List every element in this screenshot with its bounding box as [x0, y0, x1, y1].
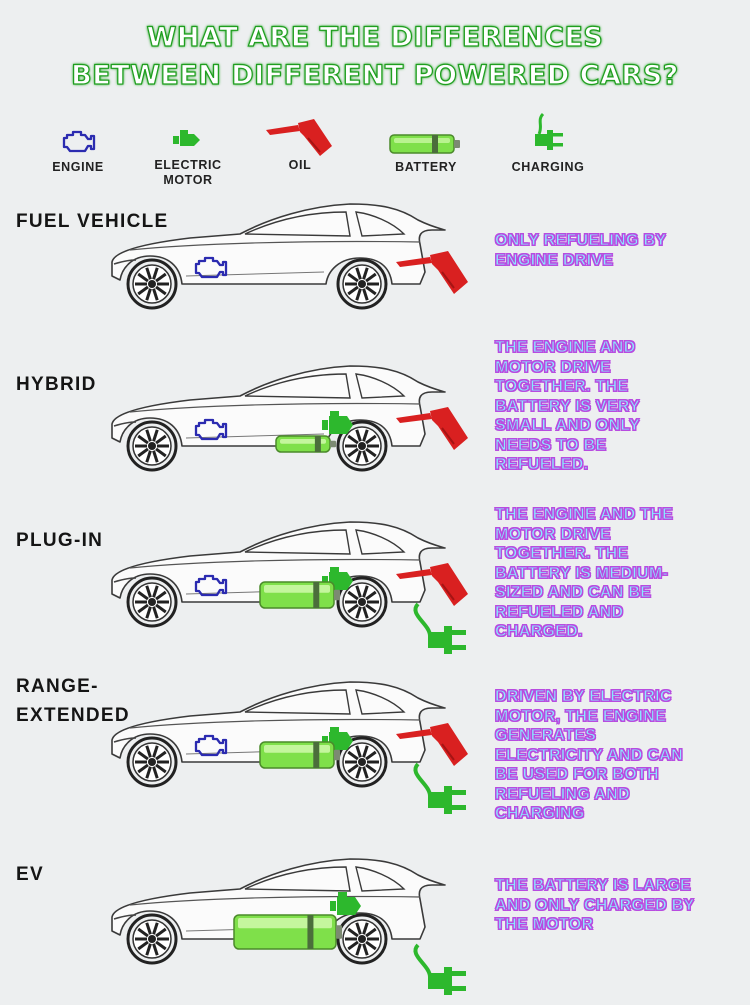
battery-icon	[259, 581, 340, 609]
car-diagram-3	[111, 521, 468, 654]
battery-icon	[233, 914, 342, 950]
desc-fuel-vehicle: ONLY REFUELING BY ENGINE DRIVE	[495, 232, 667, 269]
wheel	[336, 258, 388, 310]
desc-ev: THE BATTERY IS LARGE AND ONLY CHARGED BY…	[495, 877, 695, 934]
car-body	[111, 858, 446, 940]
battery-icon	[389, 134, 460, 154]
desc-plug-in: THE ENGINE AND THE MOTOR DRIVE TOGETHER.…	[495, 506, 674, 641]
legend-oil: OIL	[255, 118, 345, 173]
legend-label: BATTERY	[395, 160, 457, 174]
engine-icon	[194, 418, 228, 441]
car-diagram-1	[111, 203, 468, 310]
desc-hybrid: THE ENGINE AND MOTOR DRIVE TOGETHER. THE…	[495, 339, 640, 474]
charging-plug-icon	[413, 762, 466, 814]
wheel	[336, 576, 388, 628]
wheel	[126, 576, 178, 628]
legend-battery: BATTERY	[383, 132, 469, 175]
legend-label: CHARGING	[511, 160, 585, 174]
electric-motor-icon	[322, 727, 353, 750]
charging-plug-icon	[535, 112, 563, 150]
engine-icon	[194, 734, 228, 757]
row-label-plug-in: PLUG-IN	[16, 530, 104, 551]
row-label-fuel-vehicle: FUEL VEHICLE	[16, 211, 169, 232]
wheel	[336, 420, 388, 472]
row-label-hybrid: HYBRID	[16, 374, 97, 395]
charging-plug-icon	[413, 943, 466, 995]
wheel	[126, 736, 178, 788]
car-diagram-2	[111, 365, 468, 472]
legend-label: OIL	[288, 158, 312, 172]
electric-motor-icon	[330, 892, 361, 915]
oil-nozzle-icon	[396, 407, 468, 450]
wheel	[126, 420, 178, 472]
battery-icon	[259, 741, 340, 769]
legend-charging: CHARGING	[500, 112, 596, 175]
oil-nozzle-icon	[396, 723, 468, 766]
wheel	[126, 913, 178, 965]
engine-icon	[194, 256, 228, 279]
battery-icon	[275, 435, 336, 453]
legend-label: ENGINE	[52, 160, 104, 174]
wheel	[336, 913, 388, 965]
title-line-1: WHAT ARE THE DIFFERENCES	[146, 21, 604, 53]
engine-icon	[62, 130, 96, 153]
oil-nozzle-icon	[266, 119, 332, 156]
wheel	[336, 736, 388, 788]
electric-motor-icon	[322, 411, 353, 434]
row-label-ev: EV	[16, 864, 44, 885]
engine-icon	[194, 574, 228, 597]
car-diagram-4	[111, 681, 468, 814]
legend-engine: ENGINE	[40, 128, 116, 175]
legend-electric-motor: ELECTRIC MOTOR	[140, 128, 236, 188]
title-line-2: BETWEEN DIFFERENT POWERED CARS?	[71, 59, 679, 91]
row-label-range-extended: RANGE- EXTENDED	[16, 676, 130, 726]
legend-label: ELECTRIC MOTOR	[154, 158, 222, 187]
car-diagram-5	[111, 858, 466, 995]
oil-nozzle-icon	[396, 563, 468, 606]
electric-motor-icon	[173, 130, 200, 146]
wheel	[126, 258, 178, 310]
charging-plug-icon	[413, 602, 466, 654]
electric-motor-icon	[322, 567, 353, 590]
desc-range-extended: DRIVEN BY ELECTRIC MOTOR, THE ENGINE GEN…	[495, 688, 684, 823]
oil-nozzle-icon	[396, 251, 468, 294]
